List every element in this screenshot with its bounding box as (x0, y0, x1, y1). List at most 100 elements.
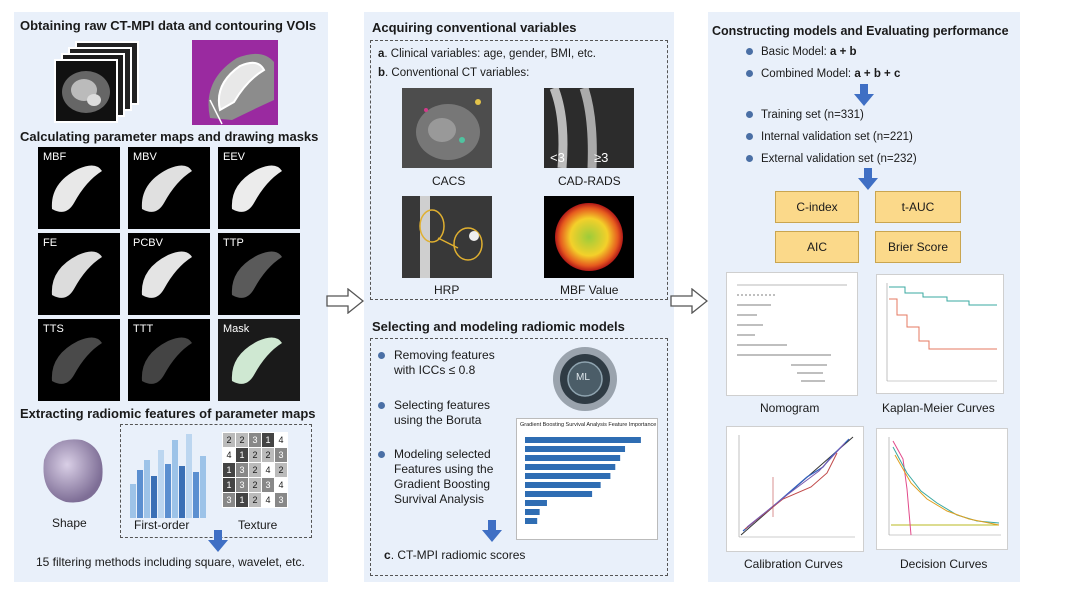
decision-plot (876, 428, 1008, 550)
cad-rads-low-label: <3 (550, 150, 565, 165)
step-remove-text: Removing features with ICCs ≤ 0.8 (394, 348, 495, 377)
nomogram-plot (726, 272, 858, 396)
texture-cell: 4 (261, 462, 275, 478)
importance-bar (525, 500, 547, 506)
texture-cell: 1 (222, 462, 236, 478)
down-arrow-icon (208, 530, 228, 552)
step-model: Modeling selected Features using the Gra… (378, 447, 493, 507)
panel1-title-extracting: Extracting radiomic features of paramete… (20, 406, 316, 421)
radiomic-score-line: c. CT-MPI radiomic scores (384, 548, 525, 562)
importance-bar (525, 437, 641, 443)
step-model-text: Modeling selected Features using the Gra… (394, 447, 494, 506)
training-set-line: Training set (n=331) (746, 109, 864, 121)
importance-bar (525, 482, 601, 488)
basic-model-formula: a + b (830, 46, 857, 58)
external-set-line: External validation set (n=232) (746, 153, 917, 165)
var-a-key: a (378, 48, 385, 60)
var-b-key: b (378, 67, 386, 79)
texture-cell: 2 (248, 462, 262, 478)
cad-rads-image: <3 ≥3 (544, 86, 634, 169)
texture-cell: 2 (222, 432, 236, 448)
first-order-histogram (128, 430, 210, 518)
metric-aic: AIC (775, 231, 859, 263)
clinical-variables-line: a. Clinical variables: age, gender, BMI,… (378, 48, 596, 60)
texture-cell: 2 (248, 492, 262, 508)
texture-cell: 3 (235, 462, 249, 478)
feature-importance-bars (525, 437, 641, 524)
texture-cell: 3 (222, 492, 236, 508)
down-arrow-icon (854, 84, 874, 106)
panel2-title-selecting: Selecting and modeling radiomic models (372, 319, 625, 334)
texture-cell: 3 (261, 477, 275, 493)
map-tile-mask: Mask (218, 319, 300, 401)
importance-bar (525, 473, 611, 479)
map-label-pcbv: PCBV (133, 237, 163, 249)
ml-label: ML (576, 372, 590, 383)
down-arrow-icon (858, 168, 878, 190)
texture-cell: 2 (261, 447, 275, 463)
conventional-box (370, 40, 668, 300)
basic-model-line: Basic Model: a + b (746, 46, 857, 58)
kaplan-meier-plot (876, 274, 1004, 394)
importance-bar (525, 455, 621, 461)
texture-cell: 3 (248, 432, 262, 448)
map-tile-fe: FE (38, 233, 120, 315)
bullet-icon (746, 111, 753, 119)
metric-brier-score: Brier Score (875, 231, 961, 263)
step-select: Selecting features using the Boruta (378, 398, 490, 428)
combined-model-line: Combined Model: a + b + c (746, 68, 900, 80)
texture-cell: 3 (274, 447, 288, 463)
texture-cell: 3 (274, 492, 288, 508)
cacs-label: CACS (432, 174, 466, 188)
map-tile-eev: EEV (218, 147, 300, 229)
cad-rads-label: CAD-RADS (558, 174, 621, 188)
map-label-mbf: MBF (43, 151, 67, 163)
calibration-label: Calibration Curves (744, 557, 843, 571)
bullet-icon (746, 133, 753, 141)
texture-cell: 2 (274, 462, 288, 478)
kaplan-meier-label: Kaplan-Meier Curves (882, 401, 995, 415)
importance-bar (525, 464, 616, 470)
texture-cell: 4 (274, 477, 288, 493)
first-order-label: First-order (134, 518, 190, 532)
panel1-title-obtaining: Obtaining raw CT-MPI data and contouring… (20, 18, 317, 33)
importance-bar (525, 446, 626, 452)
hrp-image (402, 196, 492, 278)
map-tile-ttt: TTT (128, 319, 210, 401)
importance-bar (525, 509, 540, 515)
combined-model-formula: a + b + c (854, 68, 901, 80)
training-set-text: Training set (n=331) (761, 109, 864, 121)
texture-cell: 1 (222, 477, 236, 493)
map-label-fe: FE (43, 237, 58, 249)
bullet-icon (378, 451, 385, 458)
calibration-plot (726, 426, 864, 552)
map-tile-pcbv: PCBV (128, 233, 210, 315)
ct-variables-line: b. Conventional CT variables: (378, 67, 529, 79)
importance-bar (525, 518, 538, 524)
shape-3d-render (32, 430, 112, 510)
map-label-ttp: TTP (223, 237, 244, 249)
radiomics-box (370, 338, 668, 576)
map-tile-mbf: MBF (38, 147, 120, 229)
texture-label: Texture (238, 518, 278, 532)
texture-cell: 1 (261, 432, 275, 448)
texture-cell: 4 (222, 447, 236, 463)
combined-model-prefix: Combined Model: (761, 68, 855, 80)
panel2-title-acquiring: Acquiring conventional variables (372, 20, 577, 35)
cad-rads-high-label: ≥3 (594, 150, 609, 165)
importance-bar (525, 491, 593, 497)
texture-cell: 1 (235, 492, 249, 508)
internal-set-line: Internal validation set (n=221) (746, 131, 913, 143)
var-a-text: . Clinical variables: age, gender, BMI, … (384, 48, 596, 60)
bullet-icon (378, 352, 385, 359)
nomogram-label: Nomogram (760, 401, 820, 415)
panel1-title-calculating: Calculating parameter maps and drawing m… (20, 129, 319, 144)
bullet-icon (746, 48, 753, 56)
texture-cell: 2 (248, 447, 262, 463)
map-tile-tts: TTS (38, 319, 120, 401)
map-label-ttt: TTT (133, 323, 154, 335)
bullet-icon (378, 402, 385, 409)
map-tile-mbv: MBV (128, 147, 210, 229)
texture-cell: 3 (235, 477, 249, 493)
cacs-image (402, 88, 492, 168)
